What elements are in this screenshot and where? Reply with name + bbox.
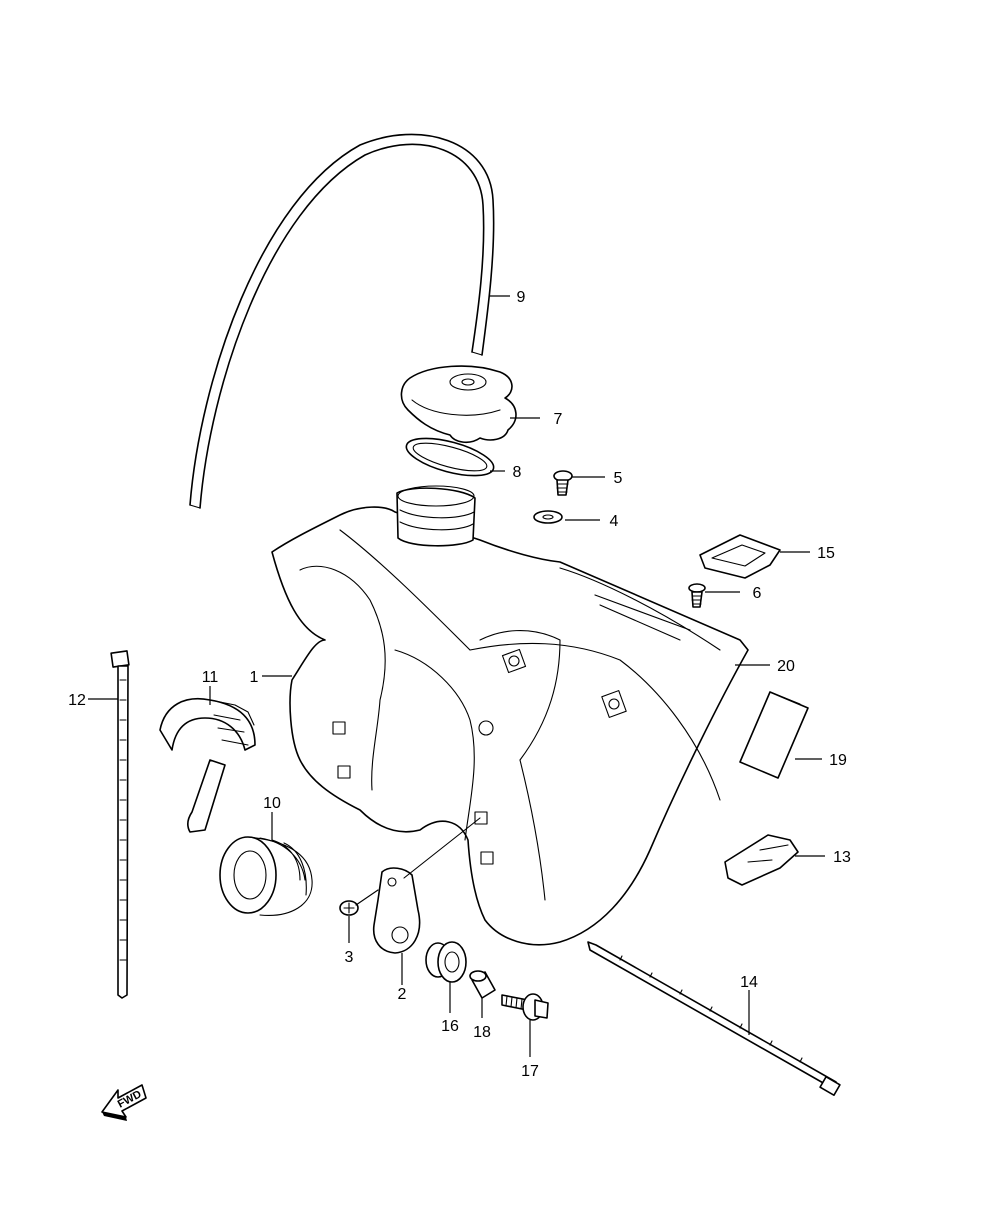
fwd-arrow-icon: FWD: [101, 1084, 147, 1121]
cap-gasket: [405, 437, 495, 477]
callout-4: 4: [610, 513, 619, 530]
strap-clip: [699, 534, 781, 579]
cable-tie-14: [587, 941, 841, 1096]
callout-labels: 9 7 8 5 4 15 6 20 1 11 12 10 19 13 14 3 …: [68, 289, 851, 1080]
callout-2: 2: [398, 986, 407, 1003]
screw-6: [688, 583, 706, 608]
fuel-tank: [271, 485, 749, 946]
collar: [469, 970, 496, 999]
mounting-bracket: [372, 817, 481, 954]
corrugated-hose: [219, 836, 313, 916]
callout-20: 20: [777, 658, 795, 675]
callout-14: 14: [740, 974, 758, 991]
callout-7: 7: [554, 411, 563, 428]
rubber-cushion: [724, 834, 799, 886]
tank-pad: [739, 691, 809, 779]
fuel-cap: [400, 365, 517, 444]
callout-6: 6: [753, 585, 762, 602]
callout-1: 1: [250, 669, 259, 686]
leader-lines: [88, 295, 825, 1057]
screw-5: [553, 470, 573, 496]
callout-12: 12: [68, 692, 86, 709]
callout-3: 3: [345, 949, 354, 966]
flange-bolt: [501, 993, 549, 1021]
callout-19: 19: [829, 752, 847, 769]
callout-11: 11: [202, 669, 219, 686]
callout-16: 16: [441, 1018, 459, 1035]
callout-17: 17: [521, 1063, 539, 1080]
callout-9: 9: [517, 289, 526, 306]
callout-8: 8: [513, 464, 522, 481]
screw-3: [339, 889, 379, 916]
washer-4: [533, 510, 563, 524]
hose-clamp: [159, 698, 256, 833]
cable-tie-12: [110, 650, 130, 999]
callout-18: 18: [473, 1024, 491, 1041]
callout-13: 13: [833, 849, 851, 866]
rubber-grommet: [425, 941, 467, 983]
breather-hose: [189, 133, 495, 509]
callout-5: 5: [614, 470, 623, 487]
callout-15: 15: [817, 545, 835, 562]
callout-10: 10: [263, 795, 281, 812]
